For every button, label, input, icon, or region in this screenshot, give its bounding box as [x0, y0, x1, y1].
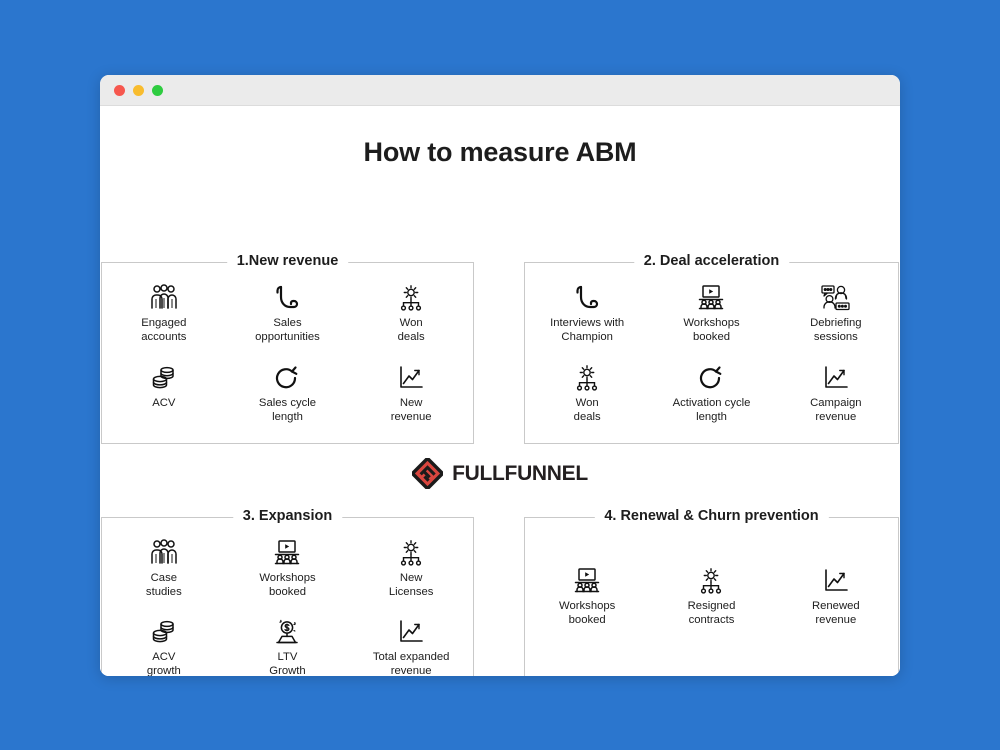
- metric-item[interactable]: Renewed revenue: [774, 560, 898, 654]
- brand-logo: FULLFUNNEL: [100, 458, 900, 489]
- metric-label: Won deals: [573, 397, 601, 423]
- line-chart-icon: [822, 566, 850, 596]
- metric-label: Renewed revenue: [811, 600, 860, 626]
- line-chart-icon: [397, 617, 425, 647]
- metric-item[interactable]: Debriefing sessions: [774, 277, 898, 357]
- panel-expansion: 3. Expansion Case studies: [101, 508, 474, 676]
- line-chart-icon: [397, 363, 425, 393]
- panel-title: 2. Deal acceleration: [633, 253, 790, 269]
- metric-label: Engaged accounts: [141, 317, 187, 343]
- metric-label: Case studies: [145, 572, 182, 598]
- page-title: How to measure ABM: [363, 137, 637, 167]
- metric-item[interactable]: LTV Growth: [226, 611, 350, 676]
- presentation-icon: [572, 566, 602, 596]
- metric-label: Workshops booked: [683, 317, 740, 343]
- metric-label: ACV growth: [146, 651, 181, 676]
- phone-call-icon: [574, 283, 600, 313]
- metric-label: Total expanded revenue: [372, 651, 450, 676]
- metric-item[interactable]: Case studies: [102, 532, 226, 611]
- fullfunnel-mark-icon: [412, 458, 444, 489]
- presentation-icon: [272, 538, 302, 568]
- line-chart-icon: [822, 363, 850, 393]
- metric-item[interactable]: Interviews with Champion: [525, 277, 649, 357]
- metric-grid: Case studies: [102, 532, 473, 676]
- metric-item[interactable]: Sales cycle length: [226, 357, 350, 437]
- metric-label: Workshops booked: [559, 600, 616, 626]
- metric-item[interactable]: ACV: [102, 357, 226, 437]
- metric-label: Resigned contracts: [687, 600, 736, 626]
- phone-call-icon: [274, 283, 300, 313]
- dollar-growth-icon: [272, 617, 302, 647]
- people-group-icon: [149, 283, 179, 313]
- minimize-icon[interactable]: [133, 84, 144, 96]
- metric-label: Campaign revenue: [810, 397, 862, 423]
- gear-hierarchy-icon: [573, 363, 601, 393]
- metric-label: Sales opportunities: [255, 317, 320, 343]
- presentation-icon: [696, 283, 726, 313]
- metric-label: New Licenses: [388, 572, 434, 598]
- brand-wordmark: FULLFUNNEL: [452, 461, 588, 485]
- metric-item[interactable]: New revenue: [349, 357, 473, 437]
- metric-item[interactable]: New Licenses: [349, 532, 473, 611]
- metric-label: Workshops booked: [259, 572, 316, 598]
- metric-item[interactable]: Activation cycle length: [649, 357, 773, 437]
- gear-hierarchy-icon: [397, 538, 425, 568]
- metric-item[interactable]: Workshops booked: [649, 277, 773, 357]
- people-group-icon: [149, 538, 179, 568]
- panel-renewal-churn-prevention: 4. Renewal & Churn prevention: [524, 508, 899, 676]
- metric-item[interactable]: ACV growth: [102, 611, 226, 676]
- metric-item[interactable]: Total expanded revenue: [349, 611, 473, 676]
- metric-label: LTV Growth: [269, 651, 306, 676]
- panel-title: 3. Expansion: [232, 508, 343, 524]
- cycle-arrow-icon: [273, 363, 301, 393]
- slide-canvas: How to measure ABM 1.New revenue: [100, 106, 900, 676]
- metric-label: Won deals: [397, 317, 425, 343]
- metric-label: Debriefing sessions: [810, 317, 862, 343]
- coins-stack-icon: [150, 617, 178, 647]
- metric-item[interactable]: Workshops booked: [525, 560, 649, 654]
- metric-item[interactable]: Campaign revenue: [774, 357, 898, 437]
- metric-grid: Engaged accounts Sales opportunities: [102, 277, 473, 437]
- close-icon[interactable]: [114, 84, 125, 96]
- people-discussion-icon: [820, 283, 852, 313]
- metric-item[interactable]: Sales opportunities: [226, 277, 350, 357]
- metric-label: Activation cycle length: [672, 397, 751, 423]
- panel-title: 4. Renewal & Churn prevention: [594, 508, 829, 524]
- metric-item[interactable]: Engaged accounts: [102, 277, 226, 357]
- metric-label: ACV: [152, 397, 176, 409]
- metric-item[interactable]: Resigned contracts: [649, 560, 773, 654]
- cycle-arrow-icon: [697, 363, 725, 393]
- metric-item[interactable]: Workshops booked: [226, 532, 350, 611]
- metric-label: Interviews with Champion: [550, 317, 625, 343]
- zoom-icon[interactable]: [152, 84, 163, 96]
- window-titlebar[interactable]: [100, 75, 900, 106]
- app-window: How to measure ABM 1.New revenue: [100, 75, 900, 676]
- metric-grid: Workshops booked Resigne: [525, 560, 898, 654]
- metric-item[interactable]: Won deals: [349, 277, 473, 357]
- panel-deal-acceleration: 2. Deal acceleration Interviews with Cha…: [524, 253, 899, 444]
- gear-hierarchy-icon: [697, 566, 725, 596]
- coins-stack-icon: [150, 363, 178, 393]
- metric-label: Sales cycle length: [258, 397, 317, 423]
- metric-label: New revenue: [390, 397, 432, 423]
- metric-grid: Interviews with Champion: [525, 277, 898, 437]
- panel-new-revenue: 1.New revenue Engaged acco: [101, 253, 474, 444]
- metric-item[interactable]: Won deals: [525, 357, 649, 437]
- panel-title: 1.New revenue: [226, 253, 349, 269]
- gear-hierarchy-icon: [397, 283, 425, 313]
